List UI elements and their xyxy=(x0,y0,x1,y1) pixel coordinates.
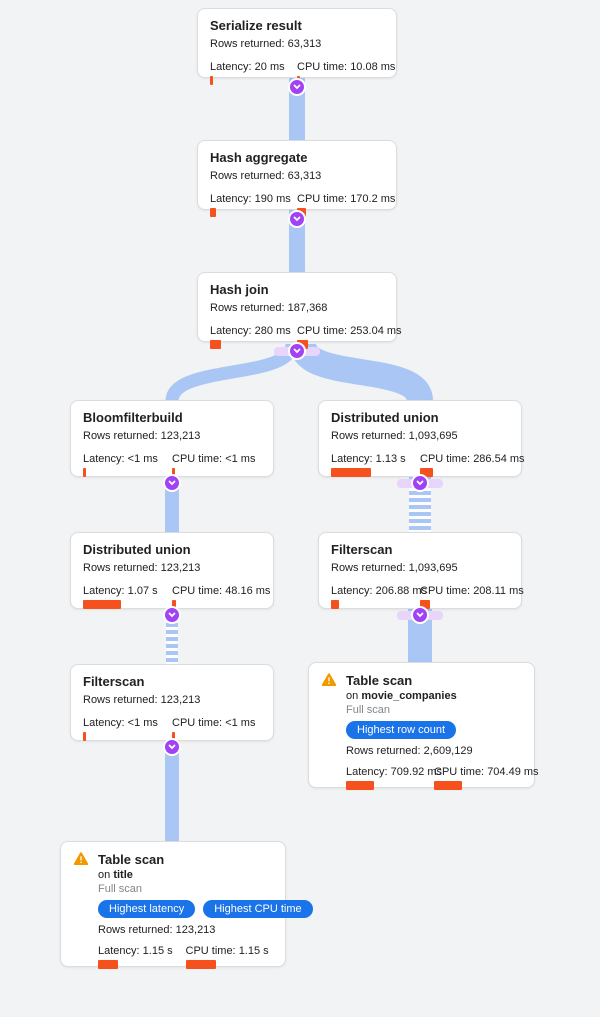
cpu-bar xyxy=(420,468,433,477)
latency-metric: Latency: 709.92 ms xyxy=(346,766,442,790)
plan-node-distributed-union-right[interactable]: Distributed union Rows returned: 1,093,6… xyxy=(318,400,525,477)
cpu-metric: CPU time: <1 ms xyxy=(172,453,261,477)
collapse-toggle-bloomfilterbuild[interactable] xyxy=(163,474,181,492)
chevron-down-icon xyxy=(168,612,176,618)
latency-bar xyxy=(98,960,118,969)
rows-returned: Rows returned: 1,093,695 xyxy=(331,430,458,442)
cpu-metric: CPU time: 1.15 s xyxy=(185,945,274,969)
latency-bar xyxy=(83,468,86,477)
chevron-down-icon xyxy=(168,744,176,750)
rows-returned: Rows returned: 123,213 xyxy=(83,430,201,442)
latency-bar xyxy=(83,600,121,609)
latency-bar xyxy=(346,781,374,790)
latency-bar xyxy=(210,208,216,217)
plan-node-hash-aggregate[interactable]: Hash aggregate Rows returned: 63,313 Lat… xyxy=(197,140,397,217)
badge-highest-row-count: Highest row count xyxy=(346,721,457,739)
cpu-metric: CPU time: <1 ms xyxy=(172,717,261,741)
node-title: Distributed union xyxy=(331,410,439,425)
badge-highest-cpu-time: Highest CPU time xyxy=(203,900,313,918)
plan-node-serialize-result[interactable]: Serialize result Rows returned: 63,313 L… xyxy=(197,8,397,85)
latency-metric: Latency: 1.15 s xyxy=(98,945,186,969)
collapse-toggle-hash-join[interactable] xyxy=(288,342,306,360)
edge-hashjoin-to-distributedunion xyxy=(290,341,433,404)
latency-metric: Latency: 1.07 s xyxy=(83,585,172,609)
cpu-bar xyxy=(172,600,176,609)
cpu-metric: CPU time: 10.08 ms xyxy=(297,61,395,85)
collapse-toggle-serialize-result[interactable] xyxy=(288,78,306,96)
cpu-metric: CPU time: 253.04 ms xyxy=(297,325,402,349)
latency-metric: Latency: 1.13 s xyxy=(331,453,420,477)
cpu-bar xyxy=(172,468,175,477)
node-title: Bloomfilterbuild xyxy=(83,410,183,425)
plan-node-bloomfilterbuild[interactable]: Bloomfilterbuild Rows returned: 123,213 … xyxy=(70,400,274,477)
scan-target: on movie_companies xyxy=(346,690,457,702)
latency-metric: Latency: 280 ms xyxy=(210,325,297,349)
cpu-bar xyxy=(185,960,216,969)
rows-returned: Rows returned: 187,368 xyxy=(210,302,328,314)
rows-returned: Rows returned: 63,313 xyxy=(210,170,322,182)
latency-bar xyxy=(331,468,371,477)
latency-metric: Latency: 206.88 ms xyxy=(331,585,427,609)
node-title: Serialize result xyxy=(210,18,302,33)
latency-metric: Latency: <1 ms xyxy=(83,717,172,741)
chevron-down-icon xyxy=(416,480,424,486)
collapse-toggle-distributed-union-left[interactable] xyxy=(163,606,181,624)
edge-filterscan-to-tablescan-left xyxy=(165,741,179,842)
collapse-toggle-filterscan-right[interactable] xyxy=(411,606,429,624)
latency-metric: Latency: 190 ms xyxy=(210,193,297,217)
cpu-metric: CPU time: 170.2 ms xyxy=(297,193,395,217)
latency-bar xyxy=(210,340,221,349)
plan-node-hash-join[interactable]: Hash join Rows returned: 187,368 Latency… xyxy=(197,272,402,349)
plan-node-distributed-union-left[interactable]: Distributed union Rows returned: 123,213… xyxy=(70,532,274,609)
cpu-metric: CPU time: 704.49 ms xyxy=(434,766,539,790)
node-title: Distributed union xyxy=(83,542,191,557)
cpu-metric: CPU time: 48.16 ms xyxy=(172,585,270,609)
scan-target: on title xyxy=(98,869,133,881)
warning-icon xyxy=(321,673,337,686)
rows-returned: Rows returned: 63,313 xyxy=(210,38,322,50)
node-title: Table scan xyxy=(346,672,413,688)
cpu-bar xyxy=(172,732,175,741)
rows-returned: Rows returned: 123,213 xyxy=(98,924,216,936)
node-title: Filterscan xyxy=(83,674,145,689)
cpu-bar xyxy=(420,600,430,609)
rows-returned: Rows returned: 123,213 xyxy=(83,562,201,574)
node-title: Hash join xyxy=(210,282,269,297)
cpu-metric: CPU time: 208.11 ms xyxy=(420,585,524,609)
scan-type: Full scan xyxy=(98,883,143,895)
collapse-toggle-hash-aggregate[interactable] xyxy=(288,210,306,228)
latency-bar xyxy=(331,600,339,609)
collapse-toggle-distributed-union-right[interactable] xyxy=(411,474,429,492)
latency-bar xyxy=(83,732,86,741)
collapse-toggle-filterscan-left[interactable] xyxy=(163,738,181,756)
node-title: Filterscan xyxy=(331,542,393,557)
node-title: Hash aggregate xyxy=(210,150,308,165)
plan-node-table-scan-movie-companies[interactable]: Table scan on movie_companies Full scan … xyxy=(308,662,539,790)
badge-highest-latency: Highest latency xyxy=(98,900,196,918)
rows-returned: Rows returned: 2,609,129 xyxy=(346,745,473,757)
latency-metric: Latency: 20 ms xyxy=(210,61,297,85)
warning-icon xyxy=(73,852,89,865)
node-title: Table scan xyxy=(98,851,165,867)
chevron-down-icon xyxy=(293,84,301,90)
rows-returned: Rows returned: 123,213 xyxy=(83,694,201,706)
chevron-down-icon xyxy=(168,480,176,486)
edge-distributedunion-to-filterscan-right xyxy=(409,477,431,533)
plan-node-filterscan-left[interactable]: Filterscan Rows returned: 123,213 Latenc… xyxy=(70,664,274,741)
chevron-down-icon xyxy=(416,612,424,618)
latency-bar xyxy=(210,76,213,85)
scan-type: Full scan xyxy=(346,704,391,716)
rows-returned: Rows returned: 1,093,695 xyxy=(331,562,458,574)
chevron-down-icon xyxy=(293,348,301,354)
latency-metric: Latency: <1 ms xyxy=(83,453,172,477)
plan-node-table-scan-title[interactable]: Table scan on title Full scan Highest la… xyxy=(60,841,313,969)
cpu-bar xyxy=(434,781,462,790)
cpu-metric: CPU time: 286.54 ms xyxy=(420,453,525,477)
chevron-down-icon xyxy=(293,216,301,222)
plan-node-filterscan-right[interactable]: Filterscan Rows returned: 1,093,695 Late… xyxy=(318,532,524,609)
